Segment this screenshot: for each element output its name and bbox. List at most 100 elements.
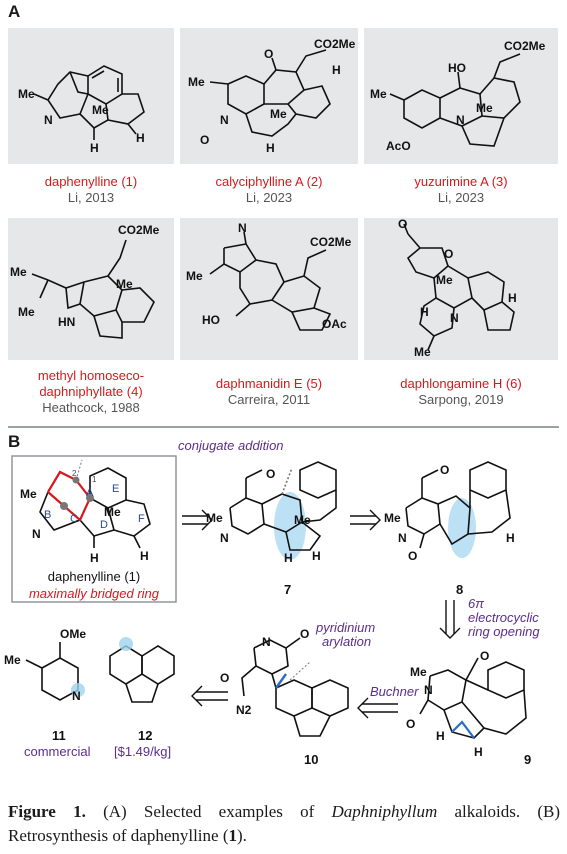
buchner-label: Buchner — [370, 684, 419, 699]
compound-9-number: 9 — [524, 752, 531, 767]
compound-2-ref: Li, 2023 — [245, 190, 293, 205]
me-label: Me — [436, 273, 453, 287]
me-label-3: Me — [116, 277, 133, 291]
n2-label: N2 — [236, 703, 252, 717]
panel-divider — [8, 426, 559, 428]
ring-label-c: C — [70, 513, 78, 525]
electrocyclic-label-3: ring opening — [468, 624, 540, 639]
h-label: H — [284, 551, 293, 565]
me-label: Me — [410, 665, 427, 679]
me-label-2: Me — [270, 107, 287, 121]
figure-label: Figure 1. — [8, 802, 86, 821]
ring-label-a: A — [86, 487, 94, 499]
n-label: N — [32, 527, 41, 541]
me-label-2: Me — [294, 513, 311, 527]
o-label-2: O — [406, 717, 415, 731]
o-label-2: O — [220, 671, 229, 685]
atom-number-1: 1 — [92, 475, 97, 484]
atom-dot-2 — [86, 494, 94, 502]
retro-arrow-3 — [357, 697, 398, 719]
me-label-2: Me — [104, 505, 121, 519]
compound-5-ref: Carreira, 2011 — [227, 392, 311, 407]
compound-card-5: N CO2Me Me HO OAc — [180, 218, 358, 360]
h-label-2: H — [312, 549, 321, 563]
compound-3-name: yuzurimine A (3) — [414, 174, 508, 189]
caption-text-b: alkaloids. (B) Retrosynthesis of dapheny… — [8, 802, 561, 845]
co2me-label: CO2Me — [504, 39, 546, 53]
ring-label-d: D — [100, 519, 108, 531]
h-label-2: H — [474, 745, 483, 759]
o-label-2: O — [444, 247, 453, 261]
me-label: Me — [206, 511, 223, 525]
n-label: N — [450, 311, 459, 325]
h-label: H — [90, 141, 99, 155]
ho-label: HO — [448, 61, 466, 75]
caption-num: 1 — [228, 826, 238, 845]
ring-label-f: F — [138, 513, 145, 525]
bridged-ring-highlight — [47, 470, 92, 522]
target-name: daphenylline (1) — [48, 569, 141, 584]
n-label: N — [238, 221, 247, 235]
structure-homosecodaphniphyllate: CO2Me Me Me Me HN — [10, 223, 160, 339]
structure-8 — [405, 461, 511, 549]
me-label: Me — [188, 75, 205, 89]
compound-card-1: Me N Me H H — [8, 28, 174, 164]
n-label: N — [398, 531, 407, 545]
commercial-label: commercial — [24, 744, 91, 759]
compound-12-number: 12 — [138, 728, 152, 743]
h-label-2: H — [140, 549, 149, 563]
co2me-label: CO2Me — [314, 37, 356, 51]
highlight-7 — [274, 492, 306, 560]
co2me-label: CO2Me — [310, 235, 352, 249]
retro-arrow-2 — [350, 509, 381, 531]
o-label: O — [480, 649, 489, 663]
h-label-2: H — [420, 305, 429, 319]
target-box — [11, 455, 177, 603]
h-label: H — [508, 291, 517, 305]
atom-dot-3 — [72, 476, 80, 484]
structure-7 — [229, 461, 337, 551]
me-label-2: Me — [18, 305, 35, 319]
compound-4-name-line2: daphniphyllate (4) — [39, 384, 143, 399]
compound-6-ref: Sarpong, 2019 — [418, 392, 504, 407]
oac-label: OAc — [322, 317, 347, 331]
compound-card-4: CO2Me Me Me Me HN — [8, 218, 174, 360]
highlight-12 — [119, 637, 133, 651]
atom-dot — [60, 502, 68, 510]
caption-text-a: (A) Selected examples of — [103, 802, 315, 821]
me-label-2: Me — [92, 103, 109, 117]
target-note: maximally bridged ring — [29, 586, 160, 601]
highlight-11 — [71, 683, 85, 697]
structure-10 — [241, 637, 349, 737]
me-label: Me — [20, 487, 37, 501]
caption-end: ). — [237, 826, 247, 845]
h-label: H — [266, 141, 275, 155]
h-label: H — [436, 729, 445, 743]
electrocyclic-label-1: 6π — [468, 596, 484, 611]
o-label: O — [300, 627, 309, 641]
co2me-label: CO2Me — [118, 223, 160, 237]
highlight-8 — [448, 498, 476, 558]
electrocyclic-label-2: electrocyclic — [468, 610, 539, 625]
panel-a-label: A — [8, 2, 21, 21]
structure-daphlongamine-h: O O Me H N H Me — [398, 217, 517, 359]
structure-yuzurimine-a: CO2Me HO Me Me N AcO — [370, 39, 546, 153]
n-label: N — [72, 689, 81, 703]
structure-daphenylline: Me N Me H H — [18, 65, 145, 155]
me-label: Me — [186, 269, 203, 283]
compound-4-ref: Heathcock, 1988 — [42, 400, 140, 415]
aco-label: AcO — [386, 139, 411, 153]
compound-10-number: 10 — [304, 752, 318, 767]
pyridinium-label-2: arylation — [322, 634, 371, 649]
structure-daphmanidin-e: N CO2Me Me HO OAc — [186, 221, 352, 331]
n-label: N — [220, 531, 229, 545]
me-label: Me — [384, 511, 401, 525]
ring-label-b: B — [44, 509, 51, 521]
compound-card-3: CO2Me HO Me Me N AcO — [364, 28, 558, 164]
ring-label-e: E — [112, 483, 119, 495]
retro-arrow-down — [439, 600, 461, 639]
retro-arrow-4 — [191, 685, 228, 707]
structure-calyciphylline-a: CO2Me O Me Me N O H H — [188, 37, 356, 155]
compound-3-ref: Li, 2023 — [437, 190, 485, 205]
arylation-bond — [275, 673, 287, 689]
